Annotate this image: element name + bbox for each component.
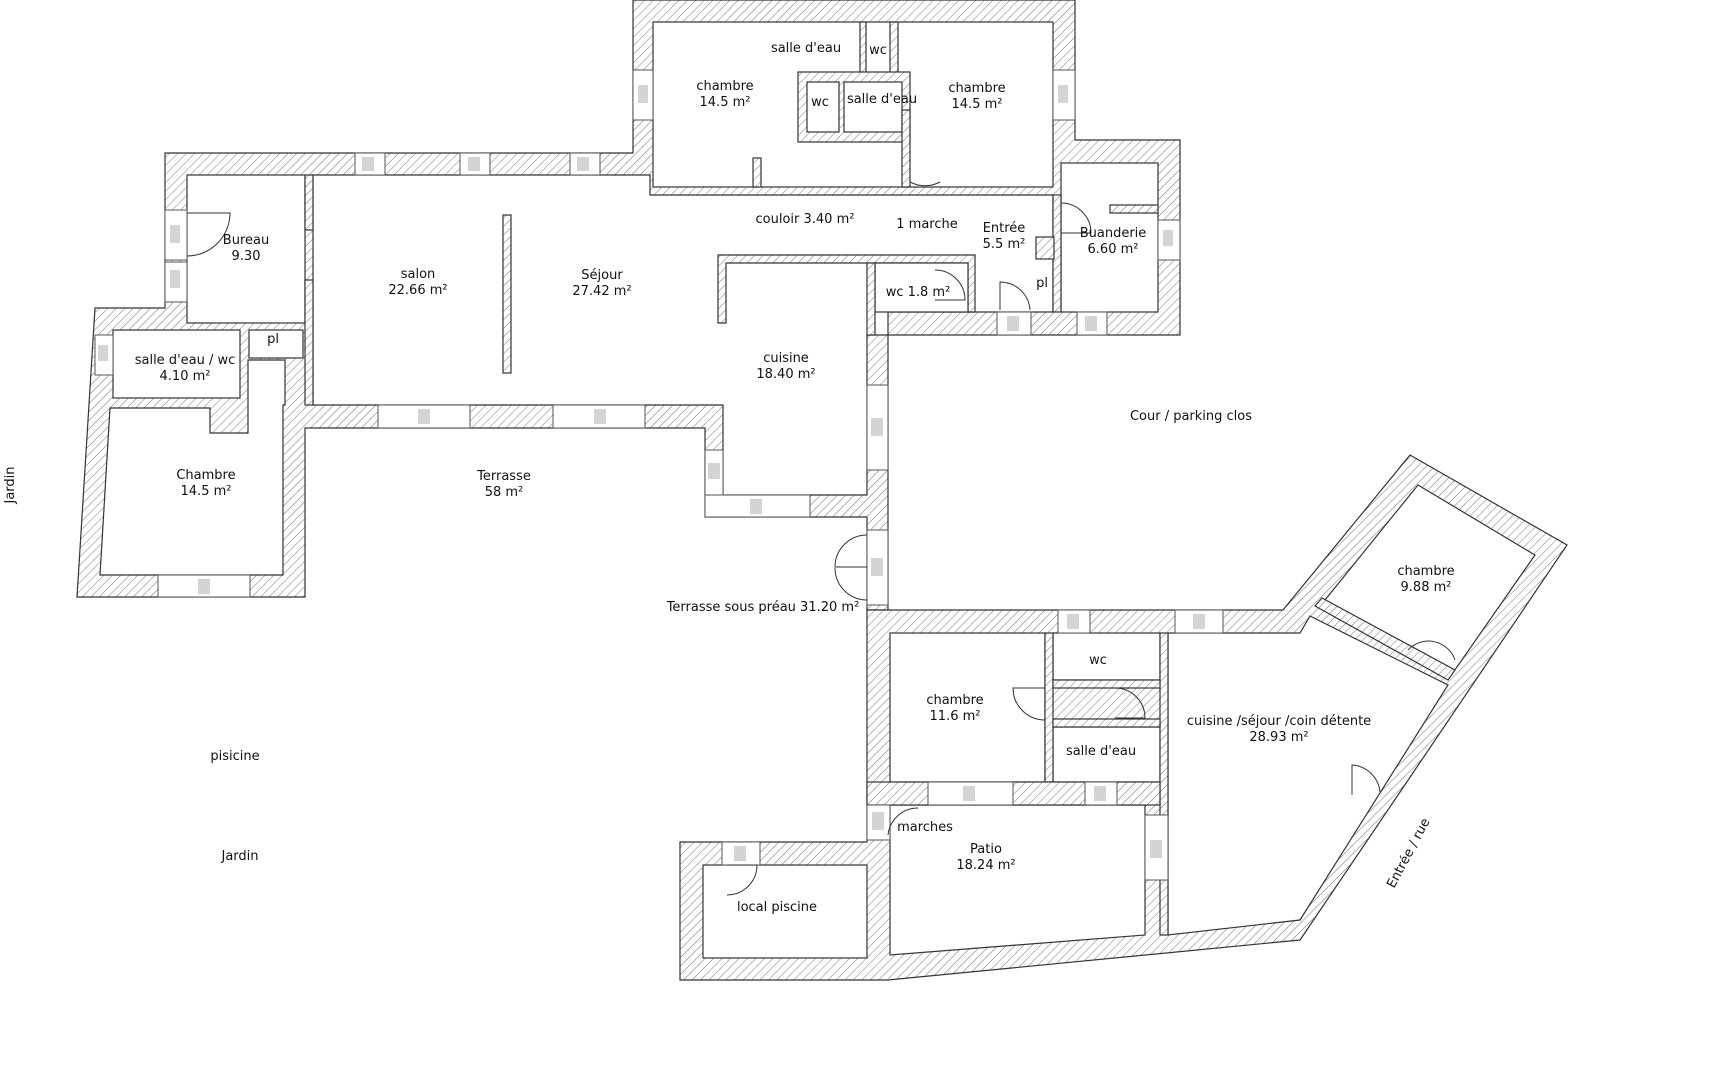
area-buanderie: 6.60 m² [1088, 242, 1139, 257]
wall [1035, 236, 1055, 260]
label-wc-top: wc [869, 43, 887, 58]
label-pl-left: pl [267, 332, 279, 347]
label-cuisine: cuisine [763, 351, 809, 366]
label-marches: marches [897, 820, 953, 835]
label-wc-bottom: wc [1089, 653, 1107, 668]
label-terrasse-preau: Terrasse sous préau 31.20 m² [666, 600, 860, 615]
wall [1159, 632, 1169, 936]
room-local-piscine [702, 864, 868, 959]
label-buanderie: Buanderie [1080, 226, 1147, 241]
label-local-piscine: local piscine [737, 900, 817, 915]
label-chambre-top-left: chambre [696, 79, 753, 94]
area-cuisine: 18.40 m² [756, 367, 815, 382]
wall [889, 21, 899, 75]
label-cuisine-sejour: cuisine /séjour /coin détente [1187, 714, 1371, 729]
wall [1044, 632, 1054, 783]
area-entree: 5.5 m² [983, 237, 1026, 252]
room-salle-eau-bottom [1052, 726, 1161, 783]
label-chambre-left: Chambre [176, 468, 235, 483]
label-salon: salon [401, 267, 436, 282]
area-chambre-116: 11.6 m² [930, 709, 981, 724]
wall [1109, 204, 1159, 214]
label-chambre-116: chambre [926, 693, 983, 708]
label-wc-inner: wc [811, 95, 829, 110]
wall [901, 109, 911, 188]
label-cour: Cour / parking clos [1130, 409, 1252, 424]
label-marche: 1 marche [896, 217, 957, 232]
wall [502, 214, 512, 374]
area-salon: 22.66 m² [388, 283, 447, 298]
wall [752, 157, 762, 188]
label-patio: Patio [970, 842, 1002, 857]
label-couloir: couloir 3.40 m² [756, 212, 855, 227]
label-salle-eau-wc: salle d'eau / wc [135, 353, 236, 368]
area-chambre-top-left: 14.5 m² [700, 95, 751, 110]
label-salle-eau-top: salle d'eau [771, 41, 841, 56]
area-chambre-988: 9.88 m² [1401, 580, 1452, 595]
area-patio: 18.24 m² [956, 858, 1015, 873]
room-pl-left [248, 329, 304, 359]
label-chambre-988: chambre [1397, 564, 1454, 579]
label-salle-eau-bottom: salle d'eau [1066, 744, 1136, 759]
label-pl-entree: pl [1036, 276, 1048, 291]
area-bureau: 9.30 [232, 249, 261, 264]
wall [1052, 679, 1161, 689]
label-bureau: Bureau [223, 233, 269, 248]
doors [186, 150, 1456, 896]
wall [859, 21, 867, 75]
label-entree-rue: Entrée / rue [1384, 816, 1433, 891]
windows [94, 69, 1224, 881]
label-piscine: pisicine [210, 749, 259, 764]
label-sejour: Séjour [581, 268, 623, 283]
room-wc-inner [806, 81, 840, 133]
area-cuisine-sejour: 28.93 m² [1249, 730, 1308, 745]
wall [866, 262, 876, 336]
room-wc-bottom [1052, 632, 1161, 681]
label-entree: Entrée [983, 221, 1026, 236]
wall [1052, 718, 1161, 728]
area-sejour: 27.42 m² [572, 284, 631, 299]
wall [304, 279, 314, 406]
room-wc-entree [874, 262, 969, 313]
label-jardin-left: Jardin [3, 466, 18, 504]
label-terrasse: Terrasse [476, 469, 531, 484]
room-salle-eau-inner [843, 81, 903, 133]
label-jardin-bottom: Jardin [220, 849, 258, 864]
wall [304, 174, 314, 231]
wall [1314, 597, 1456, 681]
label-wc-entree: wc 1.8 m² [886, 285, 951, 300]
area-terrasse: 58 m² [485, 485, 524, 500]
area-chambre-top-right: 14.5 m² [952, 97, 1003, 112]
area-chambre-left: 14.5 m² [181, 484, 232, 499]
label-salle-eau-inner: salle d'eau [847, 92, 917, 107]
area-salle-eau-wc: 4.10 m² [160, 369, 211, 384]
label-chambre-top-right: chambre [948, 81, 1005, 96]
